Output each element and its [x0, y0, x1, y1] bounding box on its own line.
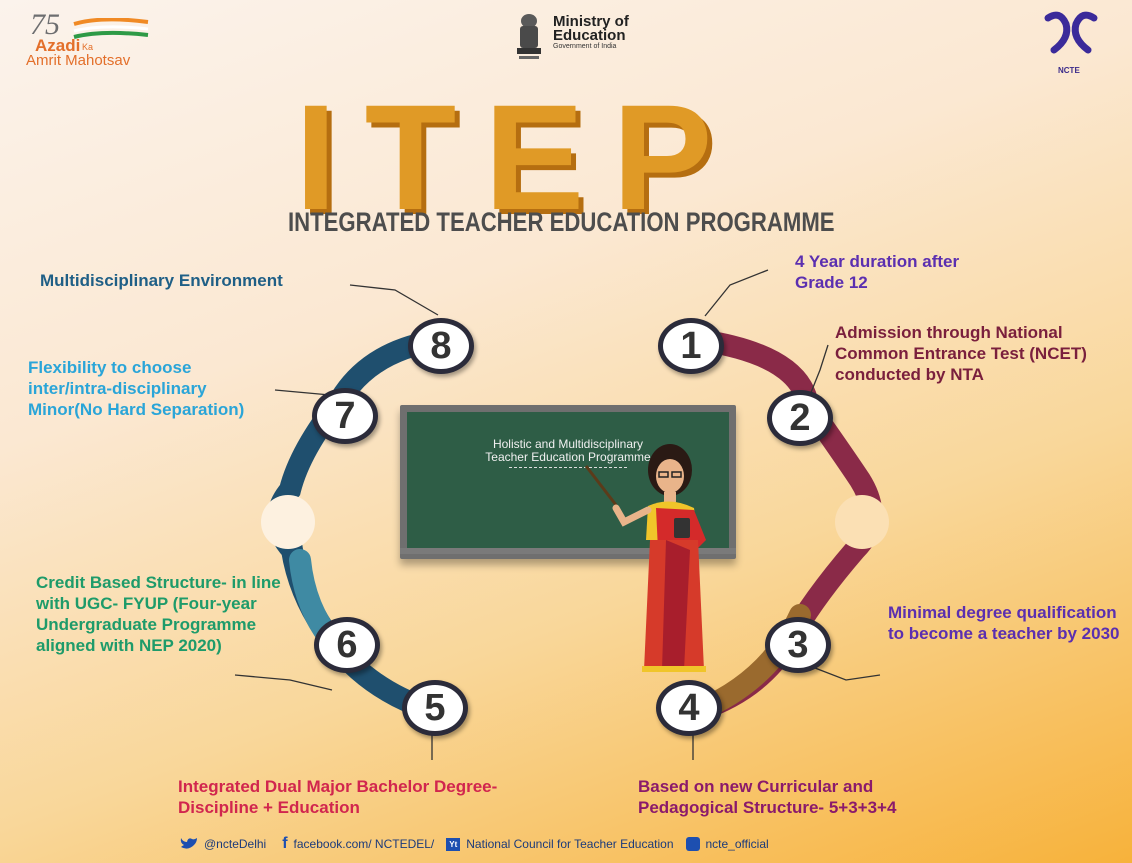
point-label-4: Based on new Curricular and Pedagogical …	[638, 777, 897, 817]
point-number-8: 8	[408, 318, 474, 374]
instagram-icon[interactable]	[685, 837, 700, 851]
ncte-text: NCTE	[1058, 66, 1080, 75]
twitter-handle[interactable]: @ncteDelhi	[204, 837, 267, 851]
ministry-line1: Ministry of	[553, 13, 629, 30]
point-label-3: Minimal degree qualification to become a…	[888, 603, 1120, 643]
teacher-illustration-icon	[584, 444, 706, 672]
instagram-handle[interactable]: ncte_official	[705, 837, 769, 851]
board-shelf	[400, 548, 736, 554]
point-number-3: 3	[765, 617, 831, 673]
point-number-7: 7	[312, 388, 378, 444]
ministry-block: Ministry of Education Government of Indi…	[553, 13, 629, 50]
flag-stripes-icon	[73, 18, 149, 39]
facebook-link[interactable]: facebook.com/ NCTEDEL/	[293, 837, 435, 851]
point-label-8: Multidisciplinary Environment	[40, 271, 283, 290]
logo-ka-text: Ka	[82, 42, 94, 52]
azadi-ka-amrit-mahotsav-logo: 75 Azadi Ka Amrit Mahotsav	[26, 8, 160, 69]
point-label-6: Credit Based Structure- in line with UGC…	[36, 573, 281, 655]
national-emblem-icon	[517, 14, 541, 59]
point-label-1: 4 Year duration after Grade 12	[795, 252, 960, 292]
board-line2: Teacher Education Programme	[485, 450, 651, 464]
point-number-6: 6	[314, 617, 380, 673]
itep-title: ITEP	[295, 73, 741, 241]
logo-amrit-text: Amrit Mahotsav	[26, 52, 131, 69]
itep-subtitle: INTEGRATED TEACHER EDUCATION PROGRAMME	[288, 207, 835, 237]
facebook-icon[interactable]: f	[282, 835, 288, 852]
ncte-emblem-icon	[1044, 11, 1098, 54]
ministry-line3: Government of India	[553, 43, 617, 50]
point-label-2: Admission through National Common Entran…	[835, 323, 1087, 384]
youtube-icon[interactable]: Yt	[446, 837, 461, 851]
logo-number: 75	[30, 8, 60, 41]
ncte-logo: NCTE	[1040, 10, 1104, 80]
point-number-4: 4	[656, 680, 722, 736]
point-label-5: Integrated Dual Major Bachelor Degree- D…	[178, 777, 498, 817]
logo-azadi-text: Azadi	[35, 36, 81, 55]
board-underline	[509, 467, 627, 468]
footer: @ncteDelhi f facebook.com/ NCTEDEL/ Yt N…	[180, 835, 769, 853]
point-label-7: Flexibility to choose inter/intra-discip…	[28, 358, 245, 419]
board-line1: Holistic and Multidisciplinary	[492, 437, 644, 451]
point-number-5: 5	[402, 680, 468, 736]
ministry-line2: Education	[553, 27, 626, 44]
point-number-2: 2	[767, 390, 833, 446]
youtube-channel[interactable]: National Council for Teacher Education	[466, 837, 674, 851]
twitter-icon[interactable]	[180, 837, 198, 851]
point-number-1: 1	[658, 318, 724, 374]
